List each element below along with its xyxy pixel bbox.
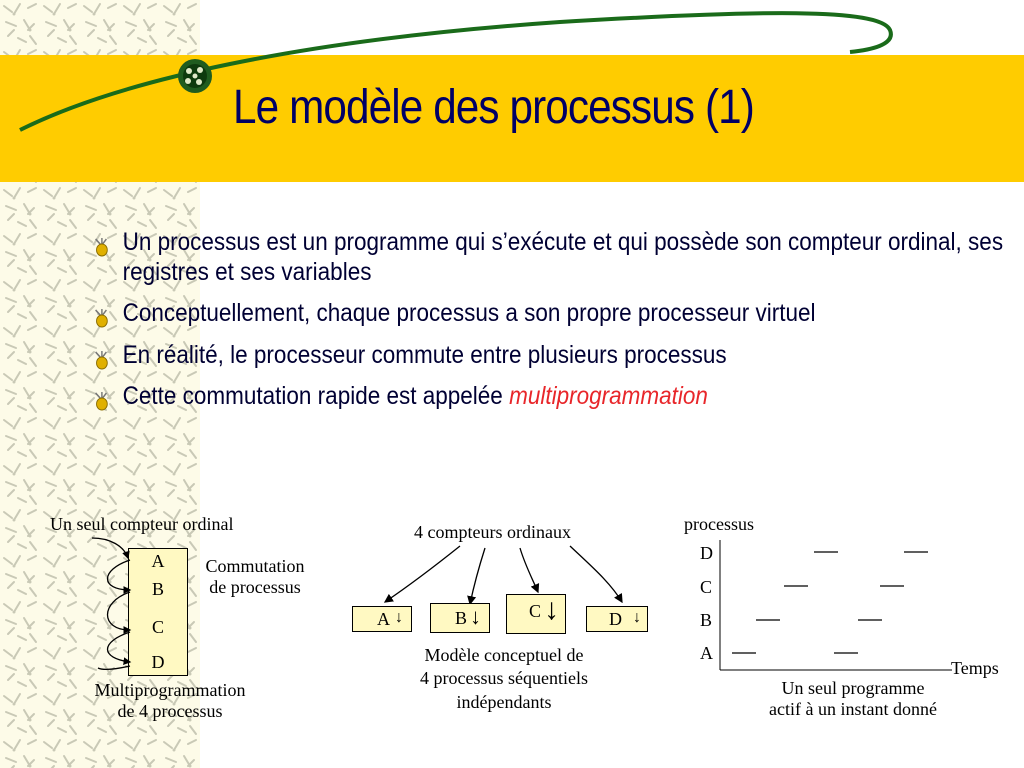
bullet-icon bbox=[95, 392, 108, 411]
slide-title: Le modèle des processus (1) bbox=[233, 81, 755, 134]
y-axis-title: processus bbox=[684, 514, 754, 534]
process-box-b: B ↓ bbox=[430, 603, 490, 633]
bullet-list: Un processus est un programme qui s’exéc… bbox=[92, 228, 1012, 424]
switching-label-line1: Commutation bbox=[205, 556, 305, 576]
arrow-down-icon: ↓ bbox=[470, 604, 481, 629]
bullet-icon bbox=[95, 238, 108, 257]
process-box-c: C bbox=[128, 605, 188, 651]
arrow-down-icon: ↓ bbox=[633, 609, 641, 626]
multiprogramming-caption: Multiprogrammation de 4 processus bbox=[70, 680, 270, 722]
process-box-label: C bbox=[529, 601, 542, 621]
row-label-a: A bbox=[700, 643, 713, 663]
row-label-d: D bbox=[700, 543, 713, 563]
bullet-item: Un processus est un programme qui s’exéc… bbox=[92, 228, 1024, 287]
bullet-text: En réalité, le processeur commute entre … bbox=[122, 340, 727, 369]
bullet-item: En réalité, le processeur commute entre … bbox=[92, 341, 1024, 371]
x-axis-title: Temps bbox=[951, 658, 999, 678]
process-box-a: A ↓ bbox=[352, 606, 412, 632]
process-box-label: A bbox=[377, 608, 390, 629]
bullet-icon bbox=[95, 350, 108, 369]
highlight-term: multiprogrammation bbox=[509, 382, 708, 410]
process-box-label: D bbox=[609, 608, 622, 629]
switching-arrows bbox=[91, 537, 132, 670]
bullet-item: Conceptuellement, chaque processus a son… bbox=[92, 299, 1024, 329]
bullet-text: Cette commutation rapide est appelée bbox=[122, 382, 510, 410]
process-box-d: D bbox=[128, 650, 188, 676]
arrow-down-icon: ↓ bbox=[395, 609, 403, 626]
timeline-axes bbox=[719, 540, 952, 671]
caption-line1: Un seul programme bbox=[781, 678, 925, 698]
process-box-label: B bbox=[455, 607, 468, 628]
caption-line2: de 4 processus bbox=[117, 701, 223, 721]
caption-line3: indépendants bbox=[456, 691, 552, 712]
bullet-text: Conceptuellement, chaque processus a son… bbox=[122, 299, 816, 327]
conceptual-caption: Modèle conceptuel de 4 processus séquent… bbox=[384, 644, 624, 714]
caption-line1: Multiprogrammation bbox=[94, 680, 246, 700]
bullet-icon bbox=[95, 309, 108, 328]
caption-line1: Modèle conceptuel de bbox=[424, 645, 584, 665]
switching-label-line2: de processus bbox=[209, 577, 301, 597]
bullet-item: Cette commutation rapide est appelée mul… bbox=[92, 382, 1024, 412]
four-counters-label: 4 compteurs ordinaux bbox=[414, 522, 571, 542]
row-label-b: B bbox=[700, 610, 713, 630]
caption-line2: 4 processus séquentiels bbox=[420, 668, 588, 689]
process-box-d: D ↓ bbox=[586, 606, 648, 632]
arrow-down-icon: ↓ bbox=[544, 593, 559, 626]
counter-arrows bbox=[383, 545, 623, 606]
bullet-text: Un processus est un programme qui s’exéc… bbox=[122, 228, 1004, 286]
single-counter-label: Un seul compteur ordinal bbox=[50, 514, 234, 534]
row-label-c: C bbox=[700, 577, 713, 597]
switching-label: Commutation de processus bbox=[193, 556, 317, 598]
process-box-c: C ↓ bbox=[506, 593, 566, 634]
caption-line2: actif à un instant donné bbox=[769, 699, 937, 719]
timeline-caption: Un seul programme actif à un instant don… bbox=[736, 678, 970, 720]
